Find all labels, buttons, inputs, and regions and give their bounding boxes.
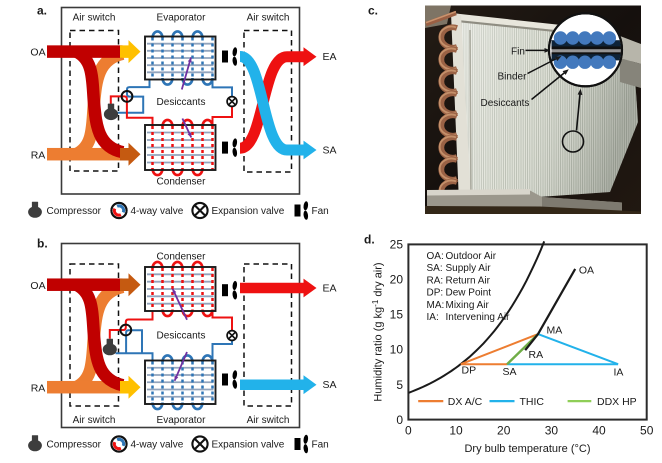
svg-text:Fan: Fan [312, 206, 329, 217]
svg-text:Air switch: Air switch [73, 415, 116, 426]
svg-text:RA: RA [529, 349, 544, 361]
svg-text:Humidity ratio (g kg-1 dry air: Humidity ratio (g kg-1 dry air) [371, 262, 385, 401]
svg-text:Fan: Fan [312, 440, 329, 451]
svg-text:DP: DP [462, 365, 477, 377]
svg-text:Return Air: Return Air [446, 275, 491, 286]
svg-text:SA: SA [323, 145, 337, 157]
svg-text:Evaporator: Evaporator [157, 415, 207, 426]
svg-text:Condenser: Condenser [157, 252, 207, 263]
svg-text:40: 40 [592, 424, 606, 438]
svg-text:DDX HP: DDX HP [597, 396, 637, 408]
svg-text:Expansion valve: Expansion valve [212, 206, 285, 217]
svg-text:Evaporator: Evaporator [157, 13, 207, 24]
svg-text:DX A/C: DX A/C [448, 396, 483, 408]
svg-text:EA: EA [323, 283, 337, 295]
svg-text:RA: RA [31, 150, 46, 162]
svg-text:MA:: MA: [427, 300, 445, 311]
svg-text:DP:: DP: [427, 288, 444, 299]
svg-text:IA:: IA: [427, 312, 439, 323]
svg-text:5: 5 [396, 378, 403, 392]
svg-text:OA: OA [30, 280, 45, 292]
svg-text:Compressor: Compressor [47, 206, 102, 217]
svg-text:50: 50 [640, 424, 654, 438]
svg-text:Mixing Air: Mixing Air [446, 300, 490, 311]
svg-text:c.: c. [368, 4, 378, 18]
svg-text:a.: a. [37, 4, 47, 18]
svg-text:4-way valve: 4-way valve [131, 440, 184, 451]
svg-text:Desiccants: Desiccants [157, 331, 206, 342]
svg-text:Compressor: Compressor [47, 440, 102, 451]
svg-text:10: 10 [449, 424, 463, 438]
svg-text:Air switch: Air switch [247, 415, 290, 426]
svg-text:4-way valve: 4-way valve [131, 206, 184, 217]
svg-text:THIC: THIC [520, 396, 545, 408]
svg-text:20: 20 [390, 273, 404, 287]
svg-text:SA: SA [323, 379, 337, 391]
svg-text:Supply Air: Supply Air [446, 263, 492, 274]
svg-text:Expansion valve: Expansion valve [212, 440, 285, 451]
svg-text:0: 0 [396, 413, 403, 427]
svg-text:Desiccants: Desiccants [157, 97, 206, 108]
svg-text:SA:: SA: [427, 263, 443, 274]
svg-text:Dew Point: Dew Point [446, 288, 492, 299]
svg-text:30: 30 [545, 424, 559, 438]
svg-text:Outdoor Air: Outdoor Air [446, 251, 497, 262]
svg-text:Air switch: Air switch [247, 13, 290, 24]
svg-text:d.: d. [364, 233, 375, 247]
svg-text:Intervening Air: Intervening Air [446, 312, 511, 323]
svg-text:SA: SA [503, 366, 517, 378]
svg-text:IA: IA [614, 366, 624, 378]
svg-text:OA: OA [579, 265, 594, 277]
svg-text:MA: MA [547, 325, 563, 337]
svg-text:25: 25 [390, 238, 404, 252]
svg-text:20: 20 [497, 424, 511, 438]
svg-text:10: 10 [390, 343, 404, 357]
svg-text:15: 15 [390, 308, 404, 322]
svg-text:0: 0 [405, 424, 412, 438]
svg-text:Air switch: Air switch [73, 13, 116, 24]
svg-text:OA:: OA: [427, 251, 444, 262]
svg-text:Dry bulb temperature (°C): Dry bulb temperature (°C) [464, 443, 590, 455]
svg-text:EA: EA [323, 51, 337, 63]
svg-text:Binder: Binder [498, 72, 528, 83]
svg-text:OA: OA [30, 47, 45, 59]
svg-text:Condenser: Condenser [157, 177, 207, 188]
svg-text:Desiccants: Desiccants [481, 98, 530, 109]
svg-text:RA: RA [31, 383, 46, 395]
svg-text:RA:: RA: [427, 275, 444, 286]
svg-text:Fin: Fin [511, 47, 525, 58]
svg-text:b.: b. [37, 237, 48, 251]
